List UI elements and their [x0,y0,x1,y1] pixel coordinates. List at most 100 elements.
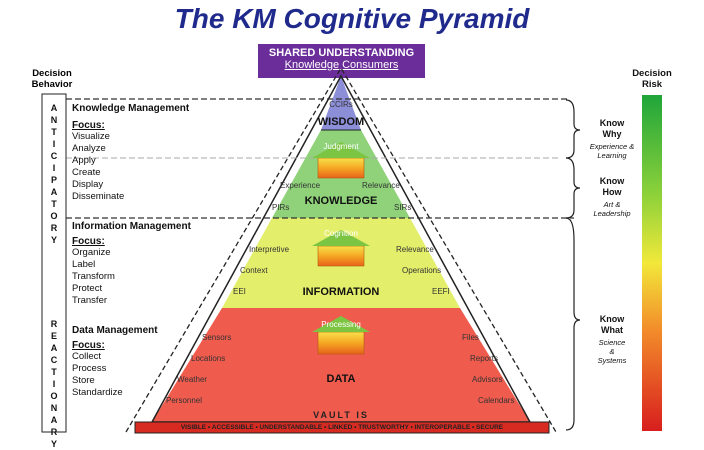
know-how-title-1: Know [599,176,625,186]
dm-heading: Data Management [72,325,158,336]
reactionary-letter: N [50,403,58,413]
km-heading: Knowledge Management [72,103,190,114]
im-focus-label: Focus: [72,236,105,247]
judgment-label: Judgment [323,142,359,151]
wisdom-layer [321,76,361,130]
reactionary-letter: R [50,319,58,329]
im-item: Transform [72,271,115,282]
im-heading: Information Management [72,221,191,232]
im-item: Organize [72,247,111,258]
vault-label: VAULT IS [313,410,369,420]
reactionary-letter: E [50,331,57,341]
risk-header-line1: Decision [632,68,672,79]
km-item: Display [72,179,104,190]
pyramid-graphic [41,66,662,434]
km-item: Apply [72,155,96,166]
dm-focus-label: Focus: [72,340,105,351]
information-term: Interpretive [249,245,290,254]
know-how-sub-1: Art & [603,200,621,209]
im-item: Transfer [72,295,108,306]
know-why-sub-2: Learning [597,151,627,160]
page-title: The KM Cognitive Pyramid [174,3,530,34]
data-term: Files [462,333,479,342]
data-term: Advisors [472,375,503,384]
reactionary-letter: R [50,427,58,437]
dm-item: Store [72,375,95,386]
brace-know-what [565,217,581,431]
know-why-sub-1: Experience & [589,142,635,151]
information-label: INFORMATION [302,286,380,298]
know-what-group: Know What Science & Systems [584,314,640,365]
anticipatory-letter: R [50,223,58,233]
information-term: EEFI [432,287,450,296]
anticipatory-letter: T [51,127,57,137]
behavior-bar [41,93,67,433]
anticipatory-letter: I [52,163,56,173]
know-how-title-2: How [602,187,622,197]
know-why-title-1: Know [599,118,625,128]
knowledge-term: SIRs [394,203,412,212]
reactionary-letter: I [52,379,56,389]
im-item: Protect [72,283,103,294]
cognition-label: Cognition [324,229,358,238]
information-term: Operations [402,266,442,275]
knowledge-term: PIRs [272,203,290,212]
judgment-arrow [312,142,370,179]
shared-subheading: Knowledge Consumers [284,59,399,71]
processing-arrow [312,316,370,355]
information-term: Context [240,266,268,275]
km-item: Visualize [72,131,110,142]
shared-heading: SHARED UNDERSTANDING [268,47,415,59]
anticipatory-letter: P [50,175,57,185]
knowledge-term: Experience [280,181,321,190]
behavior-header-line1: Decision [32,68,72,79]
behavior-header-line2: Behavior [31,79,73,90]
know-what-title-2: What [601,325,623,335]
risk-header-line2: Risk [641,79,663,90]
dm-item: Process [72,363,107,374]
data-term: Weather [177,375,208,384]
decision-risk-header: Decision Risk [622,68,682,90]
im-section: Information Management Focus: Organize L… [72,221,191,307]
brace-know-how [565,157,581,219]
reactionary-letter: C [50,355,58,365]
data-term: Personnel [166,396,203,405]
km-focus-label: Focus: [72,120,105,131]
km-item: Disseminate [72,191,125,202]
anticipatory-letter: I [52,139,56,149]
anticipatory-letter: T [51,199,57,209]
wisdom-label: WISDOM [317,116,365,128]
dashed-outline [125,66,557,433]
bottom-strip-text: VISIBLE • ACCESSIBLE • UNDERSTANDABLE • … [180,424,504,431]
reactionary-letter: A [50,415,58,425]
knowledge-label: KNOWLEDGE [304,195,378,207]
anticipatory-letter: A [50,103,58,113]
im-item: Label [72,259,96,270]
data-term: Locations [191,354,226,363]
processing-label: Processing [321,320,361,329]
risk-gradient-bar [642,95,662,431]
dm-section: Data Management Focus: Collect Process S… [72,325,158,399]
know-what-sub-2: & [609,347,615,356]
km-item: Create [72,167,101,178]
know-what-sub-1: Science [598,338,626,347]
brace-know-why [565,99,581,159]
data-term: Calendars [478,396,515,405]
reactionary-letter: O [50,391,58,401]
cognition-arrow [312,230,370,267]
information-term: Relevance [396,245,434,254]
km-section: Knowledge Management Focus: Visualize An… [72,103,189,203]
anticipatory-letter: C [50,151,58,161]
reactionary-letter: Y [50,439,57,449]
know-why-group: Know Why Experience & Learning [584,118,640,160]
data-term: Reports [470,354,499,363]
anticipatory-letter: N [50,115,58,125]
data-layer [152,308,530,422]
know-how-sub-2: Leadership [593,209,631,218]
ccirs-label: CCIRs [329,100,353,109]
anticipatory-letter: A [50,187,58,197]
bottom-strip [134,421,550,434]
reactionary-letter: A [50,343,58,353]
